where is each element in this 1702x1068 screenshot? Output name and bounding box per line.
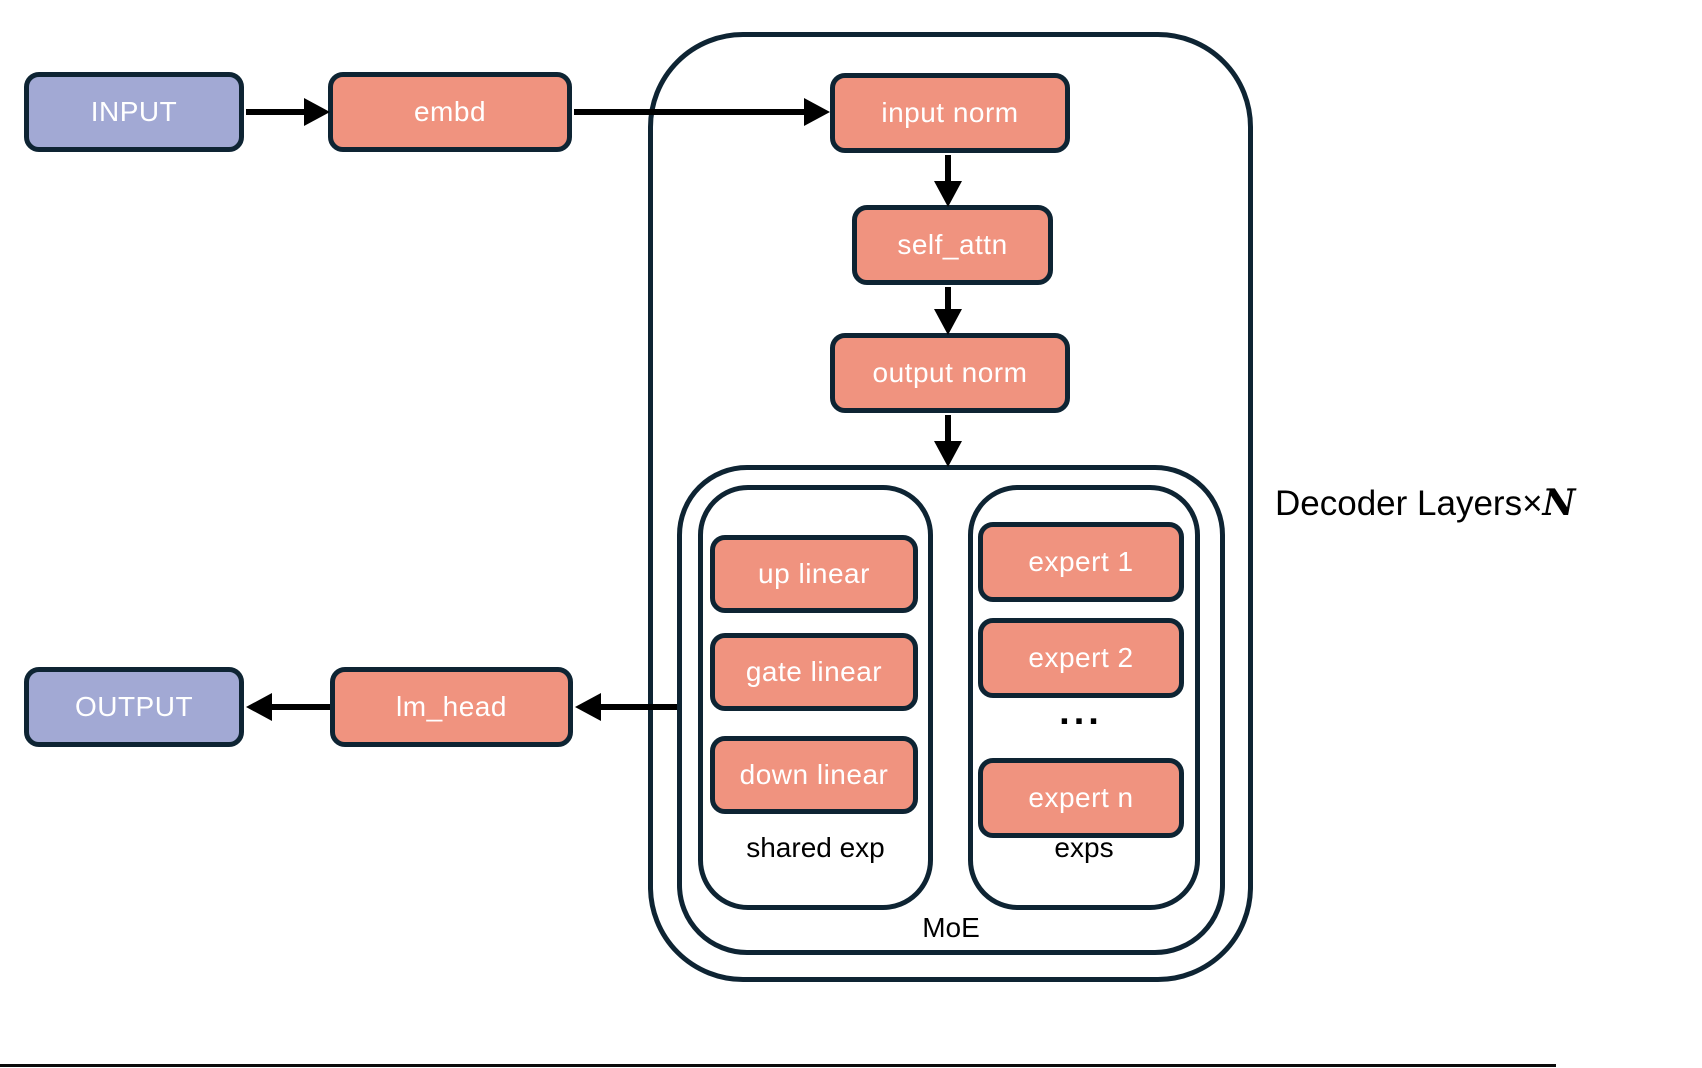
- lm-head-node: lm_head: [330, 667, 573, 747]
- decoder-layers-n-variable: N: [1542, 482, 1576, 524]
- arrow-embd-to-input-norm: [574, 98, 830, 126]
- decoder-layers-caption: Decoder Layers×N: [1275, 482, 1575, 524]
- input-node: INPUT: [24, 72, 244, 152]
- arrow-moe-to-lm-head: [575, 693, 677, 721]
- decoder-layers-container: [648, 32, 1253, 982]
- input-norm-node: input norm: [830, 73, 1070, 153]
- moe-label: MoE: [922, 912, 980, 943]
- arrow-lm-head-to-output: [246, 693, 330, 721]
- expert-2-node: expert 2: [978, 618, 1184, 698]
- output-norm-node: output norm: [830, 333, 1070, 413]
- experts-ellipsis: ...: [1059, 691, 1103, 733]
- arrow-self-attn-to-output-norm: [934, 287, 962, 335]
- gate-linear-node: gate linear: [710, 633, 918, 711]
- down-linear-node: down linear: [710, 736, 918, 814]
- decoder-layers-caption-text: Decoder Layers×: [1275, 484, 1543, 523]
- embd-node: embd: [328, 72, 572, 152]
- arrow-input-to-embd: [246, 98, 330, 126]
- shared-exp-label: shared exp: [746, 832, 885, 863]
- expert-1-node: expert 1: [978, 522, 1184, 602]
- bottom-edge-line: [0, 1064, 1556, 1067]
- moe-container: [677, 465, 1225, 955]
- up-linear-node: up linear: [710, 535, 918, 613]
- expert-n-node: expert n: [978, 758, 1184, 838]
- self-attn-node: self_attn: [852, 205, 1053, 285]
- shared-exp-container: [698, 485, 933, 910]
- arrow-output-norm-to-moe: [934, 415, 962, 467]
- arrow-input-norm-to-self-attn: [934, 155, 962, 207]
- output-node: OUTPUT: [24, 667, 244, 747]
- exps-container: [968, 485, 1200, 910]
